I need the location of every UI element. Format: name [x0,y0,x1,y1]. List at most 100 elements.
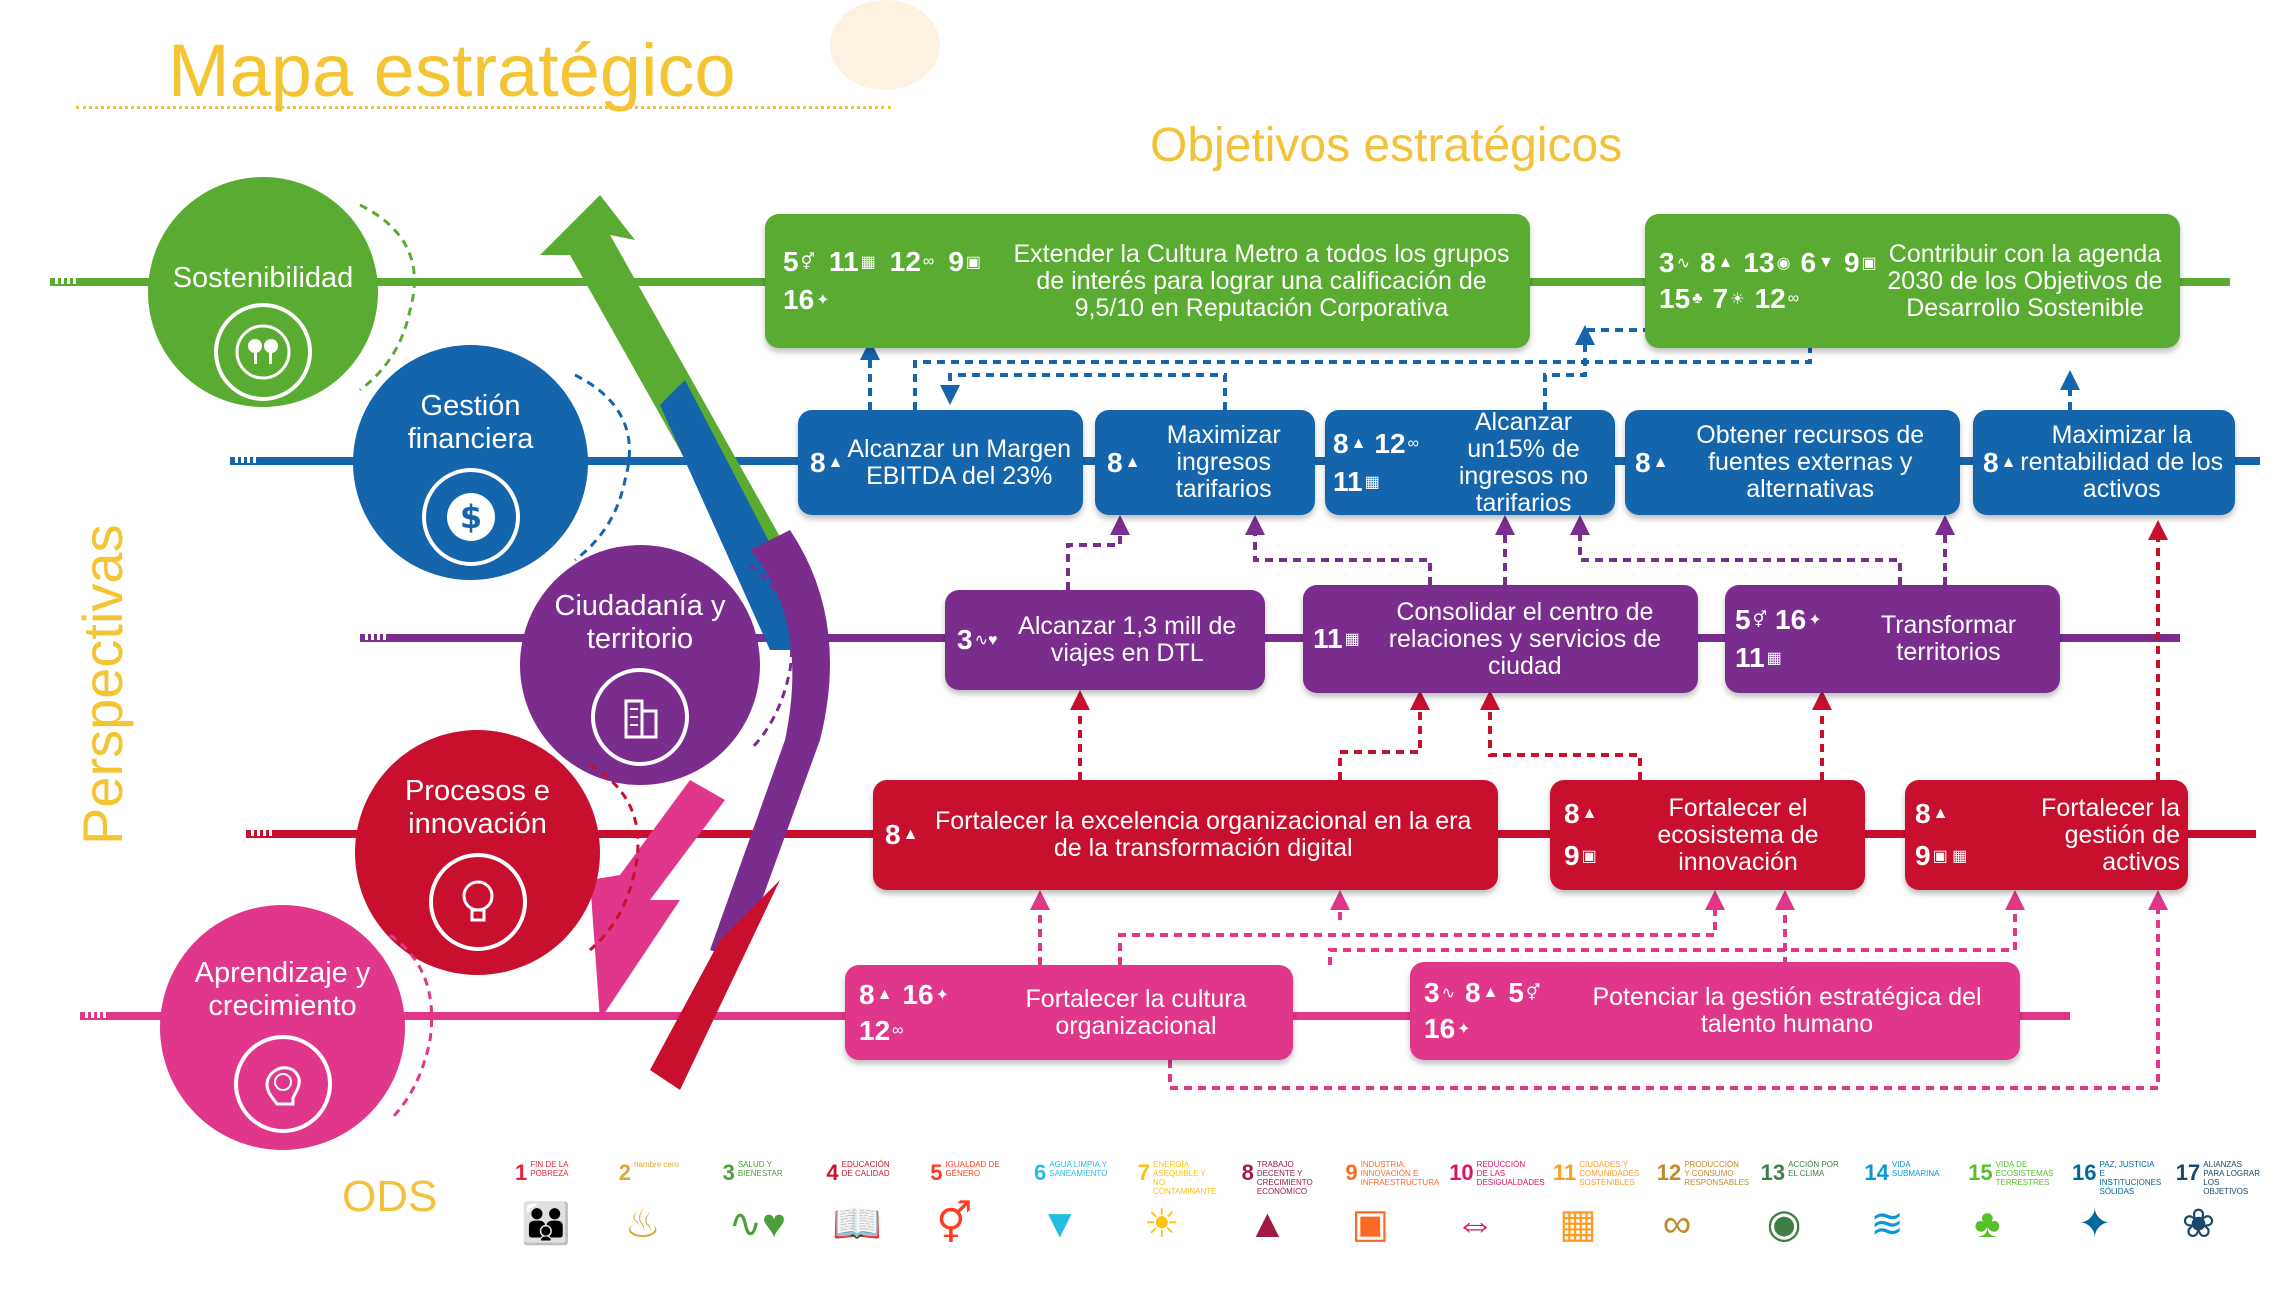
cubes-icon: 9▣ [948,246,982,277]
objective-pro-2: 8▲ 9▣ Fortalecer el ecosistema de innova… [1550,780,1865,890]
ods-label: PRODUCCIÓN Y CONSUMO RESPONSABLES [1684,1160,1750,1187]
perspective-label: Procesos e innovación [404,775,551,840]
line-marker [235,455,259,463]
city-icon: 11▦ [829,246,876,277]
ods-label: FIN DE LA POBREZA [530,1160,569,1178]
objective-text: Fortalecer la cultura organizacional [1025,984,1247,1040]
cubes-icon: 9▣ ▦ [1915,840,1968,871]
ods-label: REDUCCIÓN DE LAS DESIGUALDADES [1476,1160,1545,1187]
ods-number: 16 [2072,1160,2097,1185]
objective-text: Fortalecer la excelencia organizacional … [935,807,1472,862]
objective-text: Fortalecer el ecosistema de innovación [1657,793,1819,876]
fish-icon: ≋ [1870,1202,1904,1246]
decorative-blob [830,0,940,90]
objective-fin-1: 8▲ Alcanzar un Margen EBITDA del 23% [798,410,1083,515]
equality-icon: ⇔ [1455,1202,1496,1246]
ods-number: 14 [1864,1160,1889,1185]
heartbeat-icon: 3∿ [1424,977,1455,1008]
growth-icon: 8▲ [1915,798,1949,829]
ods-label: VIDA DE ECOSISTEMAS TERRESTRES [1995,1160,2054,1187]
gender-icon: ⚥ [936,1202,973,1246]
cubes-icon: ▣ [1351,1202,1390,1246]
ods-label: VIDA SUBMARINA [1891,1160,1940,1178]
tree-icon: ♣ [1974,1202,2001,1246]
dove-icon: 16✦ [1775,604,1822,635]
cubes-icon: 9▣ [1843,247,1877,278]
circle-ciudadania: Ciudadanía y territorio [520,545,760,785]
ods-heading: ODS [342,1172,438,1221]
growth-icon: 8▲ [1107,446,1141,478]
ods-label: SALUD Y BIENESTAR [737,1160,783,1178]
objective-text: Maximizar la rentabilidad de los activos [2020,421,2224,503]
ods-number: 6 [1034,1160,1047,1185]
infinity-icon: ∞ [1662,1202,1692,1246]
growth-icon: 8▲ [1464,977,1499,1008]
objective-sost-1: 5⚥ 11▦ 12∞ 9▣ 16✦ Extender la Cultura Me… [765,214,1530,348]
growth-icon: 8▲ [1564,798,1598,829]
perspective-label: Sostenibilidad [172,262,354,294]
growth-icon: 8▲ [885,819,919,850]
growth-icon: 8▲ [810,446,844,478]
title-underline [76,106,891,109]
circle-financiera: Gestión financiera $ [353,345,588,580]
infinity-icon: 12∞ [889,246,935,277]
ods-number: 12 [1656,1160,1682,1185]
objective-text: Alcanzar un15% de ingresos no tarifarios [1458,407,1589,517]
ods-label: CIUDADES Y COMUNIDADES SOSTENIBLES [1579,1160,1640,1187]
ods-label: AGUA LIMPIA Y SANEAMIENTO [1049,1160,1108,1178]
lightbulb-icon [428,853,527,951]
flower-icon: ❀ [2181,1202,2216,1246]
svg-text:$: $ [459,498,481,536]
objective-pro-1: 8▲ Fortalecer la excelencia organizacion… [873,780,1498,890]
objective-text: Extender la Cultura Metro a todos los gr… [1013,239,1510,322]
water-icon: 6▼ [1800,247,1834,278]
page-title: Mapa estratégico [168,29,736,112]
city-icon: 11▦ [1313,623,1360,654]
objective-pro-3: 8▲ 9▣ ▦ Fortalecer la gestión de activos [1905,780,2188,890]
ods-number: 5 [930,1160,943,1185]
objective-text: Transformar territorios [1880,611,2017,666]
objective-fin-4: 8▲ Obtener recursos de fuentes externas … [1625,410,1960,515]
eye-globe-icon: 13◉ [1743,247,1791,278]
dove-icon: 16✦ [1424,1013,1471,1044]
objective-ciu-3: 5⚥ 16✦ 11▦ Transformar territorios [1725,585,2060,693]
line-marker [251,828,275,836]
diagonal-arrows [540,195,830,1090]
ods-badges: 8▲ 9▣ ▦ [1905,798,2025,872]
growth-icon: 8▲ [859,978,893,1010]
ods-number: 17 [2175,1160,2201,1185]
gender-icon: 5⚥ [1508,977,1541,1008]
objective-text: Consolidar el centro de relaciones y ser… [1388,597,1662,680]
dashed-arc [359,203,416,392]
objective-text: Alcanzar 1,3 mill de viajes en DTL [1018,612,1237,667]
heartbeat-icon: 3∿ [1659,247,1690,278]
ods-number: 4 [826,1160,839,1185]
line-marker [85,1010,109,1018]
ods-badges: 5⚥ 11▦ 12∞ 9▣ 16✦ [765,246,1013,316]
circle-procesos: Procesos e innovación [355,730,600,975]
dashed-arc [388,933,434,1122]
objectives-heading: Objetivos estratégicos [1150,119,1623,172]
trees-globe-icon [214,303,312,401]
ods-label: hambre cero [634,1160,679,1169]
objective-text: Potenciar la gestión estratégica del tal… [1592,983,1982,1038]
brain-icon [233,1035,332,1133]
dashed-arc [589,763,640,952]
objective-text: Obtener recursos de fuentes externas y a… [1696,421,1925,503]
ods-number: 3 [722,1160,735,1185]
objective-text: Maximizar ingresos tarifarios [1166,421,1281,503]
growth-icon: 8▲ [1635,446,1669,478]
infinity-icon: 12∞ [1374,427,1419,459]
tree-icon: 15♣ [1659,283,1703,314]
objective-apr-1: 8▲ 16✦ 12∞ Fortalecer la cultura organiz… [845,965,1293,1060]
growth-icon: 8▲ [1333,427,1367,459]
ods-number: 11 [1553,1160,1577,1185]
family-icon: 👪 [521,1202,571,1246]
ods-label: ENERGÍA ASEQUIBLE Y NO CONTAMINANTE [1153,1160,1217,1196]
